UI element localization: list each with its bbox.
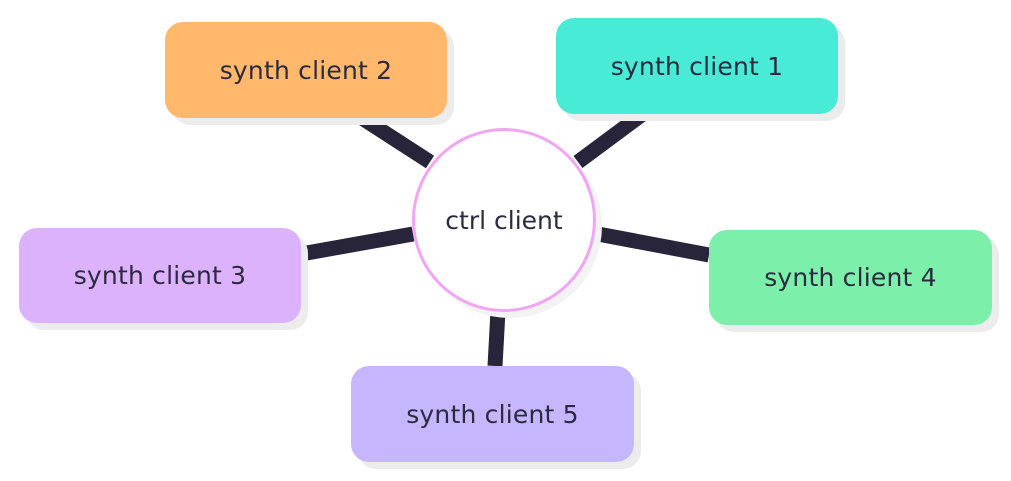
synth-client-3-node[interactable]: synth client 3 xyxy=(19,228,301,323)
connector-hub-to-client-3 xyxy=(299,226,415,262)
connector-hub-to-client-5 xyxy=(487,310,506,367)
synth-client-4-node[interactable]: synth client 4 xyxy=(709,230,992,325)
synth-client-1-node[interactable]: synth client 1 xyxy=(556,18,838,114)
connector-hub-to-client-1 xyxy=(573,106,649,169)
synth-client-5-node[interactable]: synth client 5 xyxy=(351,366,634,462)
ctrl-client-hub-node[interactable]: ctrl client xyxy=(412,128,596,312)
connector-hub-to-client-4 xyxy=(596,226,711,263)
synth-client-2-node[interactable]: synth client 2 xyxy=(165,22,447,118)
connector-hub-to-client-2 xyxy=(357,111,435,169)
